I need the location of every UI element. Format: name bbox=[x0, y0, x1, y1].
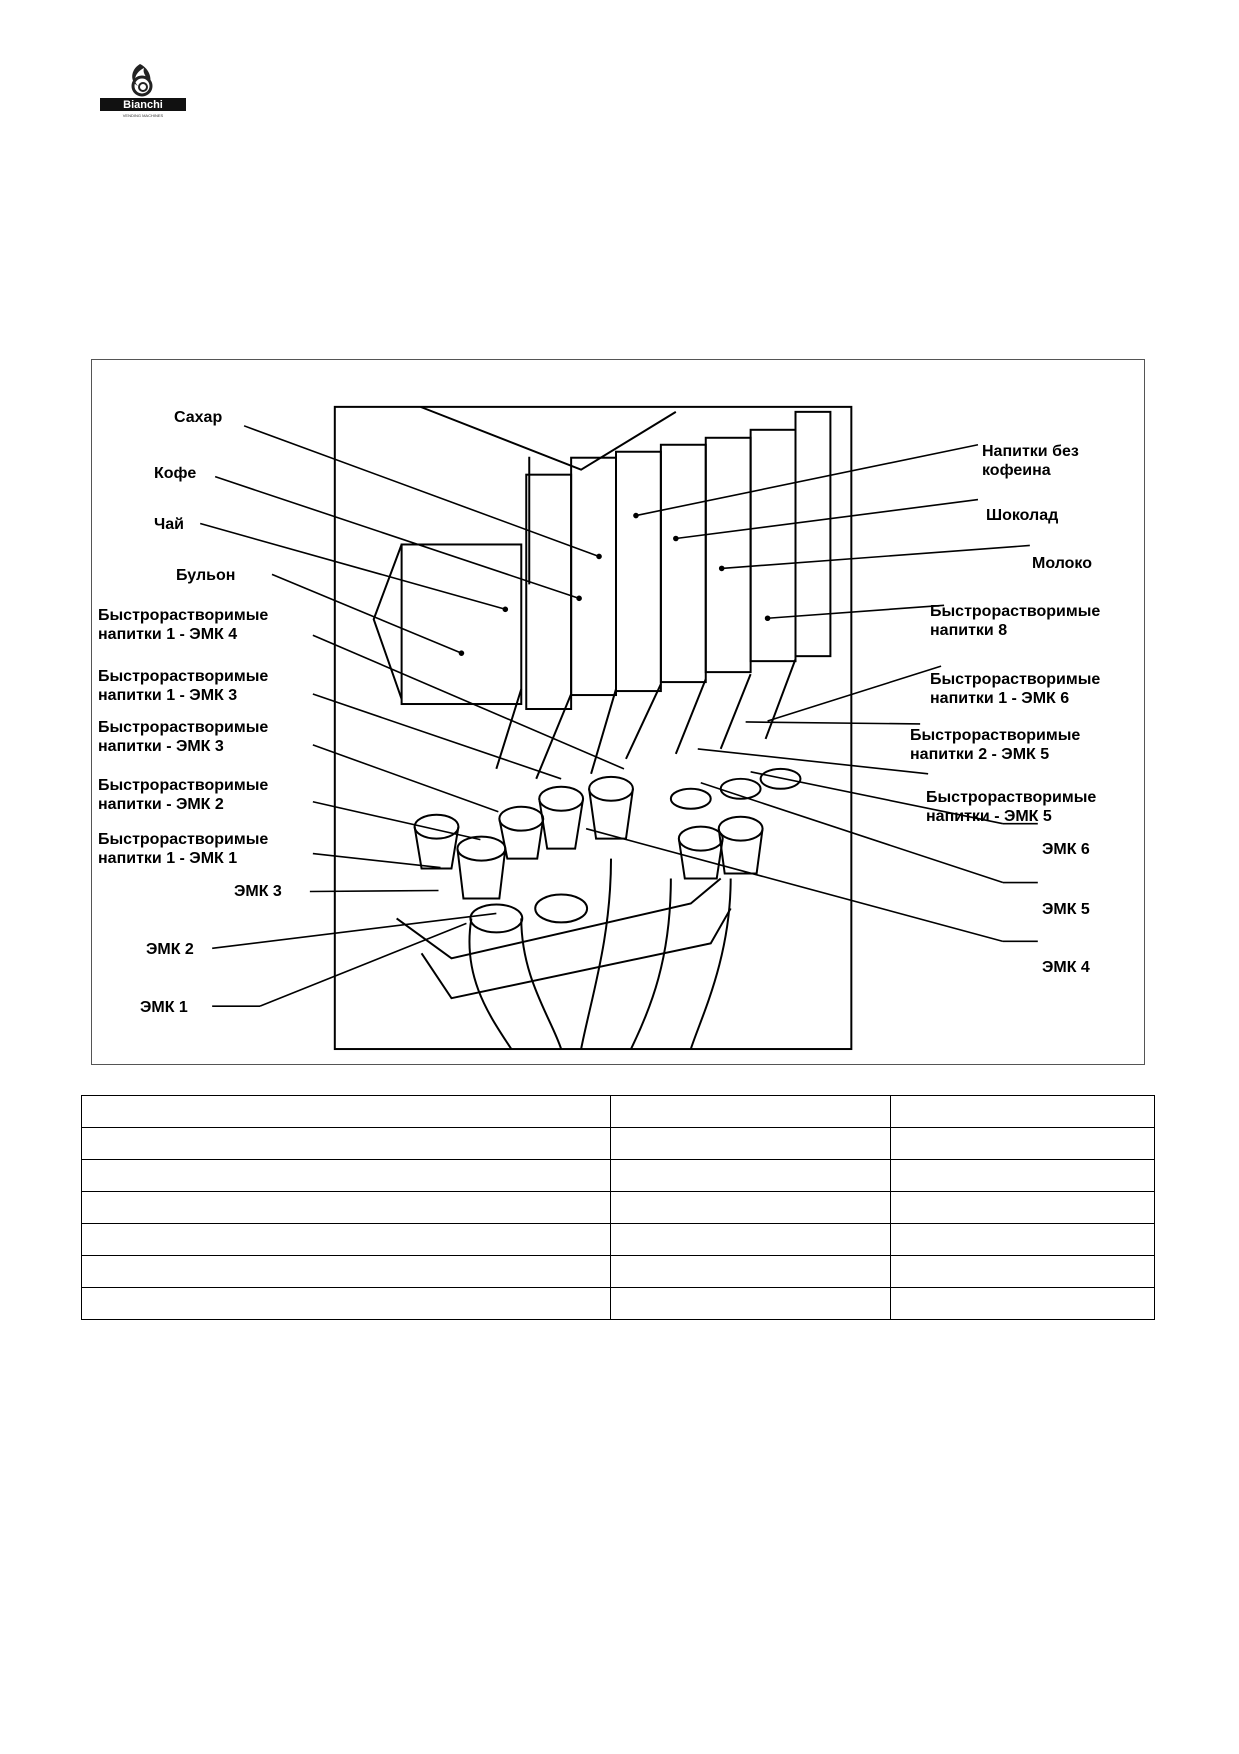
logo-wordmark: Bianchi bbox=[123, 99, 163, 111]
table-cell bbox=[81, 1223, 611, 1256]
table-cell bbox=[890, 1255, 1155, 1288]
machine-diagram: Сахар Кофе Чай Бульон Быстрорастворимые … bbox=[91, 359, 1145, 1065]
label-instant-1-emk1: Быстрорастворимые напитки 1 - ЭМК 1 bbox=[98, 831, 269, 867]
table-row bbox=[81, 1127, 1155, 1160]
table-cell bbox=[610, 1127, 891, 1160]
table-cell bbox=[890, 1223, 1155, 1256]
label-instant-1-emk6: Быстрорастворимые напитки 1 - ЭМК 6 bbox=[930, 671, 1101, 707]
label-instant-emk3: Быстрорастворимые напитки - ЭМК 3 bbox=[98, 719, 269, 755]
table-cell bbox=[610, 1287, 891, 1320]
table-row bbox=[81, 1287, 1155, 1320]
label-instant-1-emk4: Быстрорастворимые напитки 1 - ЭМК 4 bbox=[98, 607, 269, 643]
label-tea: Чай bbox=[154, 516, 184, 533]
label-emk6: ЭМК 6 bbox=[1042, 841, 1090, 858]
diagram-drawing bbox=[199, 405, 1038, 1051]
table-row bbox=[81, 1095, 1155, 1128]
table-cell bbox=[81, 1159, 611, 1192]
label-coffee: Кофе bbox=[154, 465, 197, 482]
label-emk2: ЭМК 2 bbox=[146, 941, 194, 958]
table-cell bbox=[81, 1287, 611, 1320]
label-emk3: ЭМК 3 bbox=[234, 883, 282, 900]
table-cell bbox=[890, 1287, 1155, 1320]
label-sugar: Сахар bbox=[174, 409, 223, 426]
label-emk5: ЭМК 5 bbox=[1042, 901, 1090, 918]
label-instant-2-emk5: Быстрорастворимые напитки 2 - ЭМК 5 bbox=[910, 727, 1081, 763]
table-cell bbox=[610, 1191, 891, 1224]
label-instant-8: Быстрорастворимые напитки 8 bbox=[930, 603, 1101, 639]
table-cell bbox=[890, 1127, 1155, 1160]
label-emk4: ЭМК 4 bbox=[1042, 959, 1090, 976]
table-cell bbox=[81, 1255, 611, 1288]
table-cell bbox=[610, 1159, 891, 1192]
table-cell bbox=[81, 1127, 611, 1160]
label-instant-emk5: Быстрорастворимые напитки - ЭМК 5 bbox=[926, 789, 1097, 825]
label-chocolate: Шоколад bbox=[986, 507, 1059, 524]
table-cell bbox=[610, 1095, 891, 1128]
label-broth: Бульон bbox=[176, 567, 236, 584]
table-row bbox=[81, 1191, 1155, 1224]
label-milk: Молоко bbox=[1032, 555, 1092, 572]
table-cell bbox=[81, 1191, 611, 1224]
table-cell bbox=[890, 1191, 1155, 1224]
label-instant-emk2: Быстрорастворимые напитки - ЭМК 2 bbox=[98, 777, 269, 813]
table-row bbox=[81, 1223, 1155, 1256]
settings-table bbox=[81, 1095, 1155, 1320]
table-cell bbox=[610, 1223, 891, 1256]
mixer-group bbox=[413, 767, 802, 934]
table-cell bbox=[890, 1095, 1155, 1128]
logo-subtext: VENDING MACHINES bbox=[123, 113, 164, 118]
table-cell bbox=[610, 1255, 891, 1288]
table-row bbox=[81, 1159, 1155, 1192]
table-cell bbox=[890, 1159, 1155, 1192]
table-row bbox=[81, 1255, 1155, 1288]
label-emk1: ЭМК 1 bbox=[140, 999, 188, 1016]
bianchi-logo: Bianchi VENDING MACHINES bbox=[96, 56, 192, 120]
label-decaf: Напитки без кофеина bbox=[982, 443, 1079, 479]
label-instant-1-emk3: Быстрорастворимые напитки 1 - ЭМК 3 bbox=[98, 668, 269, 704]
table-cell bbox=[81, 1095, 611, 1128]
